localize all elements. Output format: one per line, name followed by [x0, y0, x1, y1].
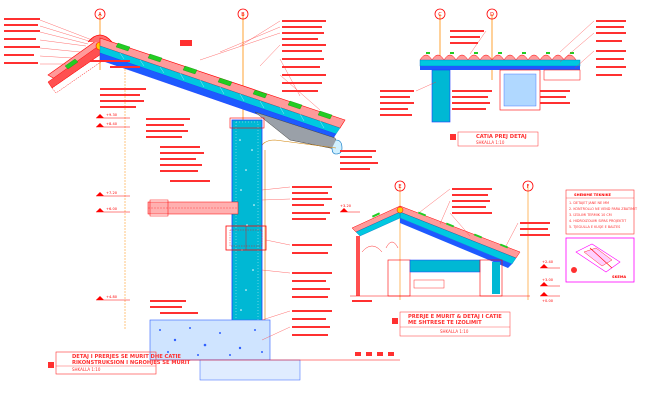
- annotation-text-right-lower: [292, 150, 378, 336]
- svg-text:E: E: [398, 184, 401, 190]
- gutter: [331, 139, 343, 155]
- gable-insulation: [399, 211, 517, 265]
- axis-bubble-c: C: [434, 8, 446, 20]
- top-right-title: CATIA PREJ DETAJ: [476, 134, 527, 140]
- legend-line-5: 5. TJEGULLA E KUQE E BALTES: [569, 225, 620, 229]
- top-right-title-block: CATIA PREJ DETAJ SHKALLA 1:10: [450, 131, 539, 147]
- gable-arch: [361, 241, 399, 253]
- svg-text:+3.20: +3.20: [340, 204, 352, 208]
- legend-title: SHENIME TEKNIKE: [574, 193, 611, 197]
- mid-right-leaders: [419, 188, 519, 247]
- gable-column-left: [387, 259, 411, 297]
- top-right-eave: [543, 69, 581, 81]
- main-detail-title-line1: DETAJ I PRERJES SE MURIT DHE CATIE: [72, 354, 181, 360]
- level-mark-9: +2.40: [540, 260, 560, 269]
- legend-line-3: 3. IZOLIMI TERMIK 10 CM: [569, 213, 612, 217]
- level-mark-7: +0.00: [540, 292, 560, 303]
- foundation-aggregate: [159, 327, 263, 356]
- mid-right-title-block: PRERJE E MURIT & DETAJ I CATIE ME SHTRES…: [392, 311, 511, 337]
- legend-line-2: 2. KONTROLLO NE VEND PARA ZBATIMIT: [569, 207, 638, 211]
- svg-text:+4.80: +4.80: [106, 295, 118, 299]
- level-mark-3: +7.20: [96, 191, 130, 197]
- main-detail-title-line2: RIKONSTRUKSION I NGROHJES SE MURIT: [72, 360, 191, 366]
- svg-text:A: A: [98, 12, 102, 18]
- insulation-hatch: [119, 52, 325, 129]
- top-right-leaders: [415, 20, 595, 92]
- gable-tile-markers: [371, 211, 509, 249]
- top-right-deck: [420, 66, 580, 70]
- top-right-annotations: [380, 20, 626, 116]
- legend-box: SHENIME TEKNIKE 1. DETAJET JANE NE MM 2.…: [565, 189, 638, 235]
- axis-bubble-f: F: [522, 180, 534, 192]
- exterior-wall: [231, 119, 263, 351]
- level-mark-8: +3.20: [340, 204, 360, 213]
- gable-ridge-beam: [396, 206, 404, 214]
- main-detail: A B: [4, 8, 400, 381]
- annotation-text-under-roof: [100, 88, 210, 182]
- svg-text:+3.00: +3.00: [542, 278, 554, 282]
- barrel-tiles: [419, 54, 577, 61]
- annotation-text-left: [4, 18, 40, 64]
- mid-right-title-line2: ME SHTRESE TE IZOLIMIT: [408, 320, 482, 326]
- mid-right-title-line1: PRERJE E MURIT & DETAJ I CATIE: [408, 314, 502, 320]
- gable-rafter: [400, 218, 512, 268]
- gable-label-box: [413, 279, 445, 289]
- barrel-tile-markers: [426, 52, 574, 54]
- axis-bubble-a: A: [94, 8, 106, 20]
- svg-text:+7.20: +7.20: [106, 191, 118, 195]
- level-mark-4: +6.00: [96, 207, 130, 213]
- annotation-leaders-left: [39, 19, 93, 65]
- top-right-insulation: [419, 59, 581, 67]
- level-mark-1: +9.30: [96, 113, 130, 119]
- main-detail-title-block: DETAJ I PRERJES SE MURIT DHE CATIE RIKON…: [48, 351, 191, 375]
- slab-beam: [149, 199, 169, 217]
- annotation-text-foundation: [150, 300, 198, 314]
- level-mark-2: +8.40: [96, 122, 130, 128]
- svg-text:+9.30: +9.30: [106, 113, 118, 117]
- axis-bubble-e: E: [394, 180, 406, 192]
- annotation-leaders-right-upper: [199, 20, 321, 111]
- roof-rafter-left: [51, 51, 109, 94]
- roof-tile-markers: [64, 42, 333, 120]
- level-mark-5: +4.80: [96, 295, 130, 301]
- gable-beam: [409, 259, 481, 273]
- svg-text:+6.00: +6.00: [106, 207, 118, 211]
- annotation-leaders-right-lower: [261, 186, 291, 341]
- ground-symbols: [355, 352, 394, 356]
- foundation: [149, 319, 271, 361]
- legend-line-4: 4. HIDROIZOLIMI SIPAS PROJEKTIT: [569, 219, 627, 223]
- svg-text:D: D: [490, 12, 494, 18]
- footing: [199, 359, 301, 381]
- main-detail-scale: SHKALLA 1:10: [72, 367, 101, 372]
- mid-right-detail: E F +: [340, 180, 560, 337]
- axis-bubble-b: B: [237, 8, 249, 20]
- legend-line-1: 1. DETAJET JANE NE MM: [569, 201, 609, 205]
- mid-right-annotations: [352, 188, 550, 302]
- svg-text:+0.00: +0.00: [542, 299, 554, 303]
- wall-top-beam: [229, 117, 265, 129]
- mid-right-scale: SHKALLA 1:10: [440, 329, 469, 334]
- top-right-wall-left: [431, 69, 451, 123]
- gable-insulation-left: [355, 211, 401, 237]
- annotation-text-mid-left: [90, 40, 192, 68]
- svg-text:C: C: [438, 12, 442, 18]
- level-mark-6: +3.00: [540, 278, 560, 287]
- key-plan-label: SKEMA: [612, 275, 626, 279]
- gable-column-fill: [492, 262, 500, 294]
- svg-text:B: B: [241, 12, 245, 18]
- top-right-detail: C D: [380, 8, 626, 147]
- key-plan: SKEMA: [565, 237, 635, 283]
- annotation-text-right-upper: [282, 20, 326, 92]
- axis-bubble-d: D: [486, 8, 498, 20]
- svg-text:F: F: [527, 184, 530, 190]
- gable-wall-left: [356, 236, 360, 296]
- top-right-scale: SHKALLA 1:10: [476, 140, 505, 145]
- svg-text:+2.40: +2.40: [542, 260, 554, 264]
- top-right-beam-fill: [503, 73, 537, 107]
- svg-text:+8.40: +8.40: [106, 122, 118, 126]
